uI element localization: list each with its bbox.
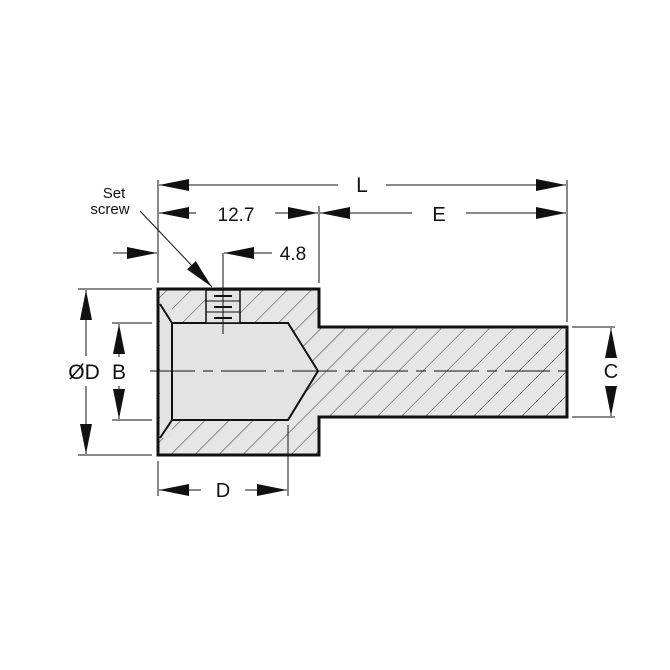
label-4-8: 4.8 bbox=[280, 244, 306, 265]
label-set-screw-line1: Set bbox=[103, 185, 126, 202]
label-od: ØD bbox=[68, 361, 100, 384]
label-12-7: 12.7 bbox=[218, 205, 255, 226]
label-d: D bbox=[216, 480, 230, 502]
label-e: E bbox=[432, 204, 445, 226]
label-b: B bbox=[112, 361, 126, 384]
label-c: C bbox=[604, 361, 618, 383]
set-screw-leader bbox=[139, 210, 213, 288]
label-set-screw-line2: screw bbox=[90, 201, 129, 218]
label-l: L bbox=[356, 174, 368, 197]
extension-lines bbox=[78, 180, 615, 496]
